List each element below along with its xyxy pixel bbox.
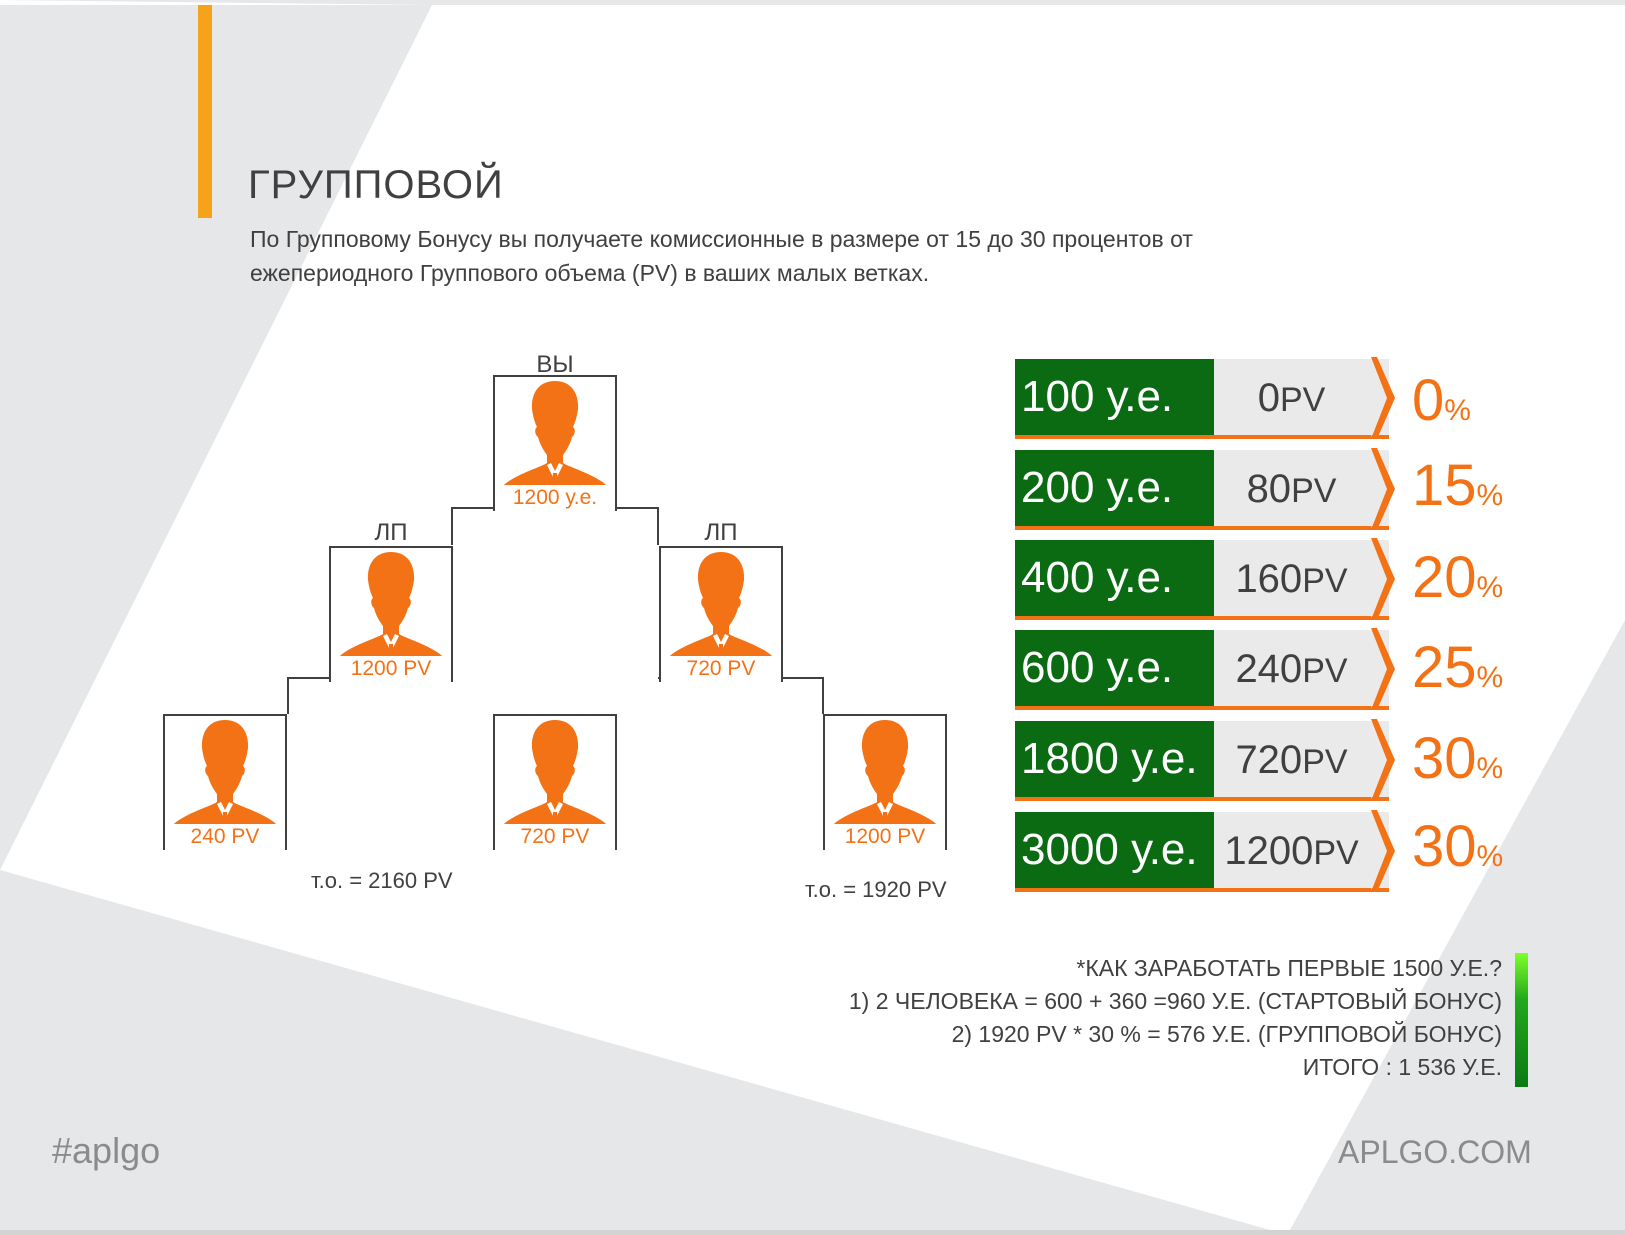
accent-bar [198,5,212,218]
tree-right-label: ЛП [704,519,738,546]
tier-percent-unit: % [1444,394,1471,427]
tier-underline [1015,526,1389,530]
tier-amount: 3000 у.е. [1015,812,1214,888]
tier-percent-number: 25 [1412,635,1477,700]
tier-percent-number: 30 [1412,814,1477,879]
tier-percent: 30% [1412,813,1503,880]
tier-pv-unit: PV [1291,472,1337,510]
tier-pv-number: 1200 [1224,829,1314,873]
tier-percent-unit: % [1476,661,1504,694]
tier-pv-unit: PV [1279,381,1326,419]
tier-underline [1015,888,1389,892]
member-value: 720 PV [661,656,781,682]
tree-left-label: ЛП [374,519,408,546]
tier-amount: 400 у.е. [1015,540,1214,616]
page-title: ГРУППОВОЙ [248,163,504,207]
earnings-notes: *КАК ЗАРАБОТАТЬ ПЕРВЫЕ 1500 У.Е.? 1) 2 Ч… [700,952,1502,1084]
description: По Групповому Бонусу вы получаете комисс… [250,222,1400,290]
tier-row: 600 у.е.240PV [1015,628,1395,710]
tier-percent-unit: % [1476,752,1504,785]
left-branch-total: т.о. = 2160 PV [311,868,453,893]
tier-pv-unit: PV [1302,562,1348,600]
tier-underline [1015,797,1389,801]
tier-percent-unit: % [1476,840,1504,873]
tier-pv-number: 80 [1246,467,1292,511]
tier-row: 200 у.е.80PV [1015,448,1395,530]
tier-percent-number: 30 [1412,726,1477,791]
chevron-right-icon [1371,628,1395,710]
tier-percent-number: 20 [1412,545,1477,610]
chevron-right-icon [1371,810,1395,892]
tier-pv-unit: PV [1302,652,1348,690]
description-line-1: По Групповому Бонусу вы получаете комисс… [250,226,1193,252]
tier-amount: 1800 у.е. [1015,721,1214,797]
notes-line: 2) 1920 PV * 30 % = 576 У.Е. (ГРУППОВОЙ … [951,1021,1502,1047]
member-you: 1200 у.е. [493,375,617,511]
tier-underline [1015,435,1389,439]
tier-percent-number: 15 [1412,453,1477,518]
tier-pv: 0PV [1214,359,1389,435]
chevron-right-icon [1371,538,1395,620]
chevron-right-icon [1371,448,1395,530]
tier-pv-number: 160 [1235,557,1303,601]
tier-pv-unit: PV [1313,834,1359,872]
member-right: 720 PV [659,546,783,682]
tier-amount: 200 у.е. [1015,450,1214,526]
tier-pv-number: 720 [1235,738,1303,782]
notes-accent-bar [1515,953,1528,1087]
member-left: 1200 PV [329,546,453,682]
tier-pv: 160PV [1214,540,1389,616]
member-bottom-left: 240 PV [163,714,287,850]
tier-row: 1800 у.е.720PV [1015,719,1395,801]
right-branch-total: т.о. = 1920 PV [805,877,947,902]
tier-percent-unit: % [1476,571,1504,604]
member-value: 240 PV [165,824,285,850]
member-bottom-middle: 720 PV [493,714,617,850]
member-value: 720 PV [495,824,615,850]
tier-pv-number: 240 [1235,647,1303,691]
notes-line: ИТОГО : 1 536 У.Е. [1302,1054,1502,1080]
member-value: 1200 у.е. [495,485,615,511]
chevron-right-icon [1371,719,1395,801]
tier-percent: 20% [1412,544,1503,611]
tier-row: 3000 у.е.1200PV [1015,810,1395,892]
tier-percent: 0% [1412,367,1471,434]
tier-percent-number: 0 [1412,368,1445,433]
hashtag: #aplgo [52,1130,161,1171]
tier-underline [1015,616,1389,620]
notes-line: *КАК ЗАРАБОТАТЬ ПЕРВЫЕ 1500 У.Е.? [1076,955,1502,981]
member-value: 1200 PV [331,656,451,682]
tier-pv: 720PV [1214,721,1389,797]
member-bottom-right: 1200 PV [823,714,947,850]
tier-underline [1015,706,1389,710]
tier-pv: 1200PV [1214,812,1389,888]
chevron-right-icon [1371,357,1395,439]
notes-line: 1) 2 ЧЕЛОВЕКА = 600 + 360 =960 У.Е. (СТА… [848,988,1502,1014]
website-link[interactable]: APLGO.COM [1338,1134,1532,1170]
tier-row: 100 у.е.0PV [1015,357,1395,439]
tier-pv: 80PV [1214,450,1389,526]
tier-percent: 30% [1412,725,1503,792]
tier-pv: 240PV [1214,630,1389,706]
tier-percent-unit: % [1476,479,1504,512]
tier-percent: 25% [1412,634,1503,701]
tier-amount: 100 у.е. [1015,359,1214,435]
tree-top-label: ВЫ [536,351,574,378]
description-line-2: ежепериодного Группового объема (PV) в в… [250,260,930,286]
tier-pv-number: 0 [1257,376,1280,420]
member-value: 1200 PV [825,824,945,850]
tier-pv-unit: PV [1302,743,1348,781]
tier-row: 400 у.е.160PV [1015,538,1395,620]
tier-amount: 600 у.е. [1015,630,1214,706]
tier-percent: 15% [1412,452,1503,519]
